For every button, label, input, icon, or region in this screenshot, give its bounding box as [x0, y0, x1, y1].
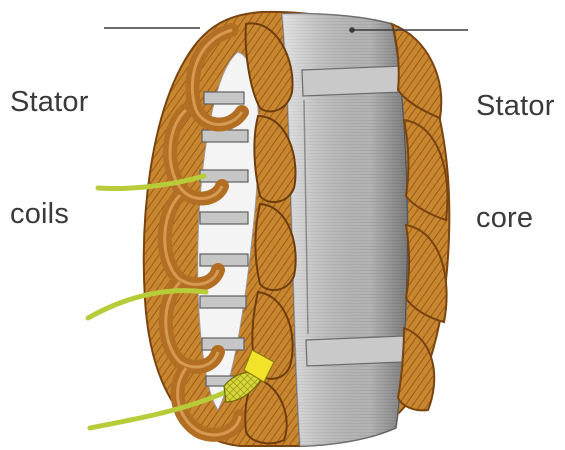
stator-coils-label: Stator coils [10, 10, 89, 307]
stator-coils-label-line1: Stator [10, 84, 89, 121]
stator-core-label-line1: Stator [476, 88, 555, 125]
stator-core-band [282, 14, 408, 446]
stator-core-label: Stator core [476, 14, 555, 311]
stator-core-label-line2: core [476, 200, 555, 237]
stator-core-leader-dot [350, 28, 354, 32]
stator-coils-label-line2: coils [10, 196, 89, 233]
